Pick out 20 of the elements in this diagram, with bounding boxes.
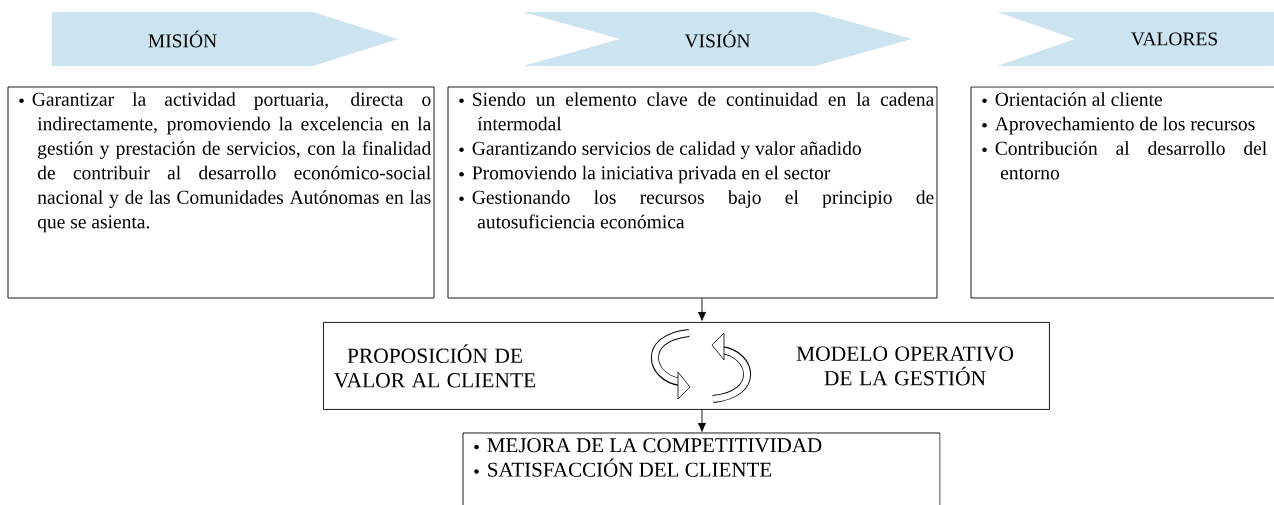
- chevron-banner: VISIÓN: [523, 12, 912, 66]
- arrow: [697, 409, 707, 432]
- bullet-item: Contribución al desarrollo del entorno: [982, 141, 1267, 180]
- chevron-banner: VALORES: [997, 12, 1274, 66]
- bullet-item: Aprovechamiento de los recursos: [982, 116, 1255, 135]
- bullet-item: Promoviendo la iniciativa privada en el sector: [459, 165, 831, 184]
- bullet-item: Garantizando servicios de calidad y valor añadido: [459, 141, 861, 159]
- bullet-item: MEJORA DE LA COMPETITIVIDAD: [474, 438, 822, 453]
- bullet-item: Orientación al cliente: [982, 92, 1162, 106]
- chevron-banner: MISIÓN: [52, 12, 398, 66]
- process-box: PROPOSICIÓN DE VALOR AL CLIENTE MODELO OPERATIVO DE LA GESTIÓN: [323, 322, 1050, 410]
- text-box: [970, 86, 1274, 299]
- text-box: [447, 86, 938, 299]
- arrow: [697, 297, 707, 321]
- text-box: [7, 86, 435, 299]
- text-box: [462, 432, 941, 505]
- bullet-item: Siendo un elemento clave de continuidad en la cadena íntermodal: [459, 92, 934, 131]
- bullet-item: SATISFACCIÓN DEL CLIENTE: [474, 458, 772, 477]
- bullet-item: Garantizar la actividad portuaria, directa o indirectamente, promoviendo la excelencia en la gestión y prestación de servicios, con la finalidad de contribuir al desarrollo económico-social nacional y de las Comunidades Autónomas en las que se asienta.: [19, 92, 431, 233]
- bullet-item: Gestionando los recursos bajo el principio de autosuficiencia económica: [459, 190, 934, 229]
